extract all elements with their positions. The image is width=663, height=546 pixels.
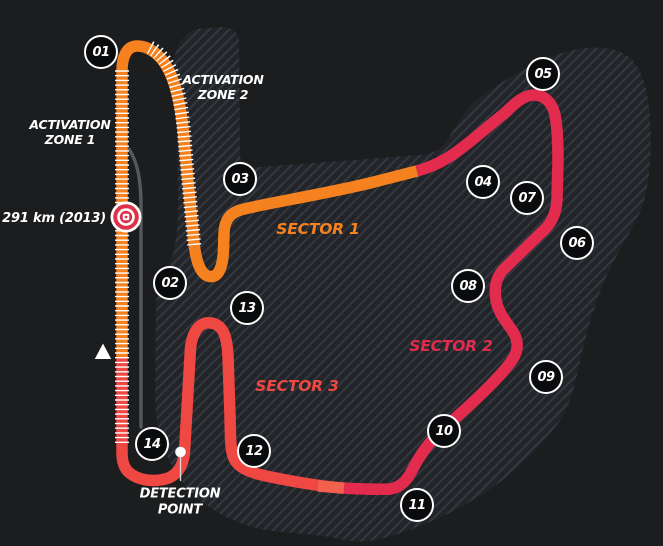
turn-marker-01: 01 xyxy=(84,35,118,69)
turn-number: 04 xyxy=(474,174,492,190)
start-finish-marker xyxy=(110,201,142,233)
turn-marker-06: 06 xyxy=(560,226,594,260)
track-sector-blend-segment xyxy=(317,480,345,494)
turn-number: 05 xyxy=(534,66,552,82)
sector-3-label: SECTOR 3 xyxy=(255,377,339,395)
detection-point-dot xyxy=(175,446,186,458)
sector-1-label: SECTOR 1 xyxy=(276,220,360,238)
turn-number: 12 xyxy=(245,443,263,459)
turn-number: 06 xyxy=(568,235,586,251)
track-sector-1-path xyxy=(116,40,419,358)
turn-marker-12: 12 xyxy=(237,434,271,468)
turn-number: 09 xyxy=(537,369,555,385)
turn-marker-07: 07 xyxy=(510,181,544,215)
turn-number: 14 xyxy=(143,436,161,452)
detection-point-label: DETECTION POINT xyxy=(140,487,221,518)
turn-marker-02: 02 xyxy=(153,266,187,300)
activation-zone-2-label: ACTIVATION ZONE 2 xyxy=(182,72,263,102)
turn-marker-03: 03 xyxy=(223,162,257,196)
turn-number: 11 xyxy=(408,497,426,513)
turn-marker-14: 14 xyxy=(135,427,169,461)
detection-point-line1: DETECTION xyxy=(139,486,221,502)
turn-number: 10 xyxy=(435,423,453,439)
activation-zone-1-line2: ZONE 1 xyxy=(44,132,96,147)
turn-marker-09: 09 xyxy=(529,360,563,394)
turn-marker-05: 05 xyxy=(526,57,560,91)
turn-marker-13: 13 xyxy=(230,291,264,325)
drs-activation-zone-2-ticks xyxy=(146,41,202,249)
turn-number: 08 xyxy=(459,278,477,294)
pit-lane-path xyxy=(127,147,143,429)
turn-number: 07 xyxy=(518,190,536,206)
turn-marker-08: 08 xyxy=(451,269,485,303)
lap-distance-label: 291 km (2013) xyxy=(2,211,106,226)
activation-zone-1-label: ACTIVATION ZONE 1 xyxy=(29,117,110,147)
turn-number: 03 xyxy=(231,171,249,187)
turn-marker-04: 04 xyxy=(466,165,500,199)
activation-zone-2-line2: ZONE 2 xyxy=(197,87,249,102)
activation-zone-1-line1: ACTIVATION xyxy=(29,117,111,132)
turn-number: 02 xyxy=(161,275,179,291)
direction-arrow-icon xyxy=(94,343,112,359)
turn-marker-11: 11 xyxy=(400,488,434,522)
track-sector-2-path xyxy=(342,89,564,496)
activation-zone-2-line1: ACTIVATION xyxy=(182,72,264,87)
track-sector-3-path xyxy=(116,317,344,494)
background-hatch-blob xyxy=(155,27,651,542)
turn-number: 01 xyxy=(92,44,110,60)
sector-2-label: SECTOR 2 xyxy=(409,337,493,355)
detection-point-line2: POINT xyxy=(157,502,203,517)
turn-number: 13 xyxy=(238,300,256,316)
turn-marker-10: 10 xyxy=(427,414,461,448)
